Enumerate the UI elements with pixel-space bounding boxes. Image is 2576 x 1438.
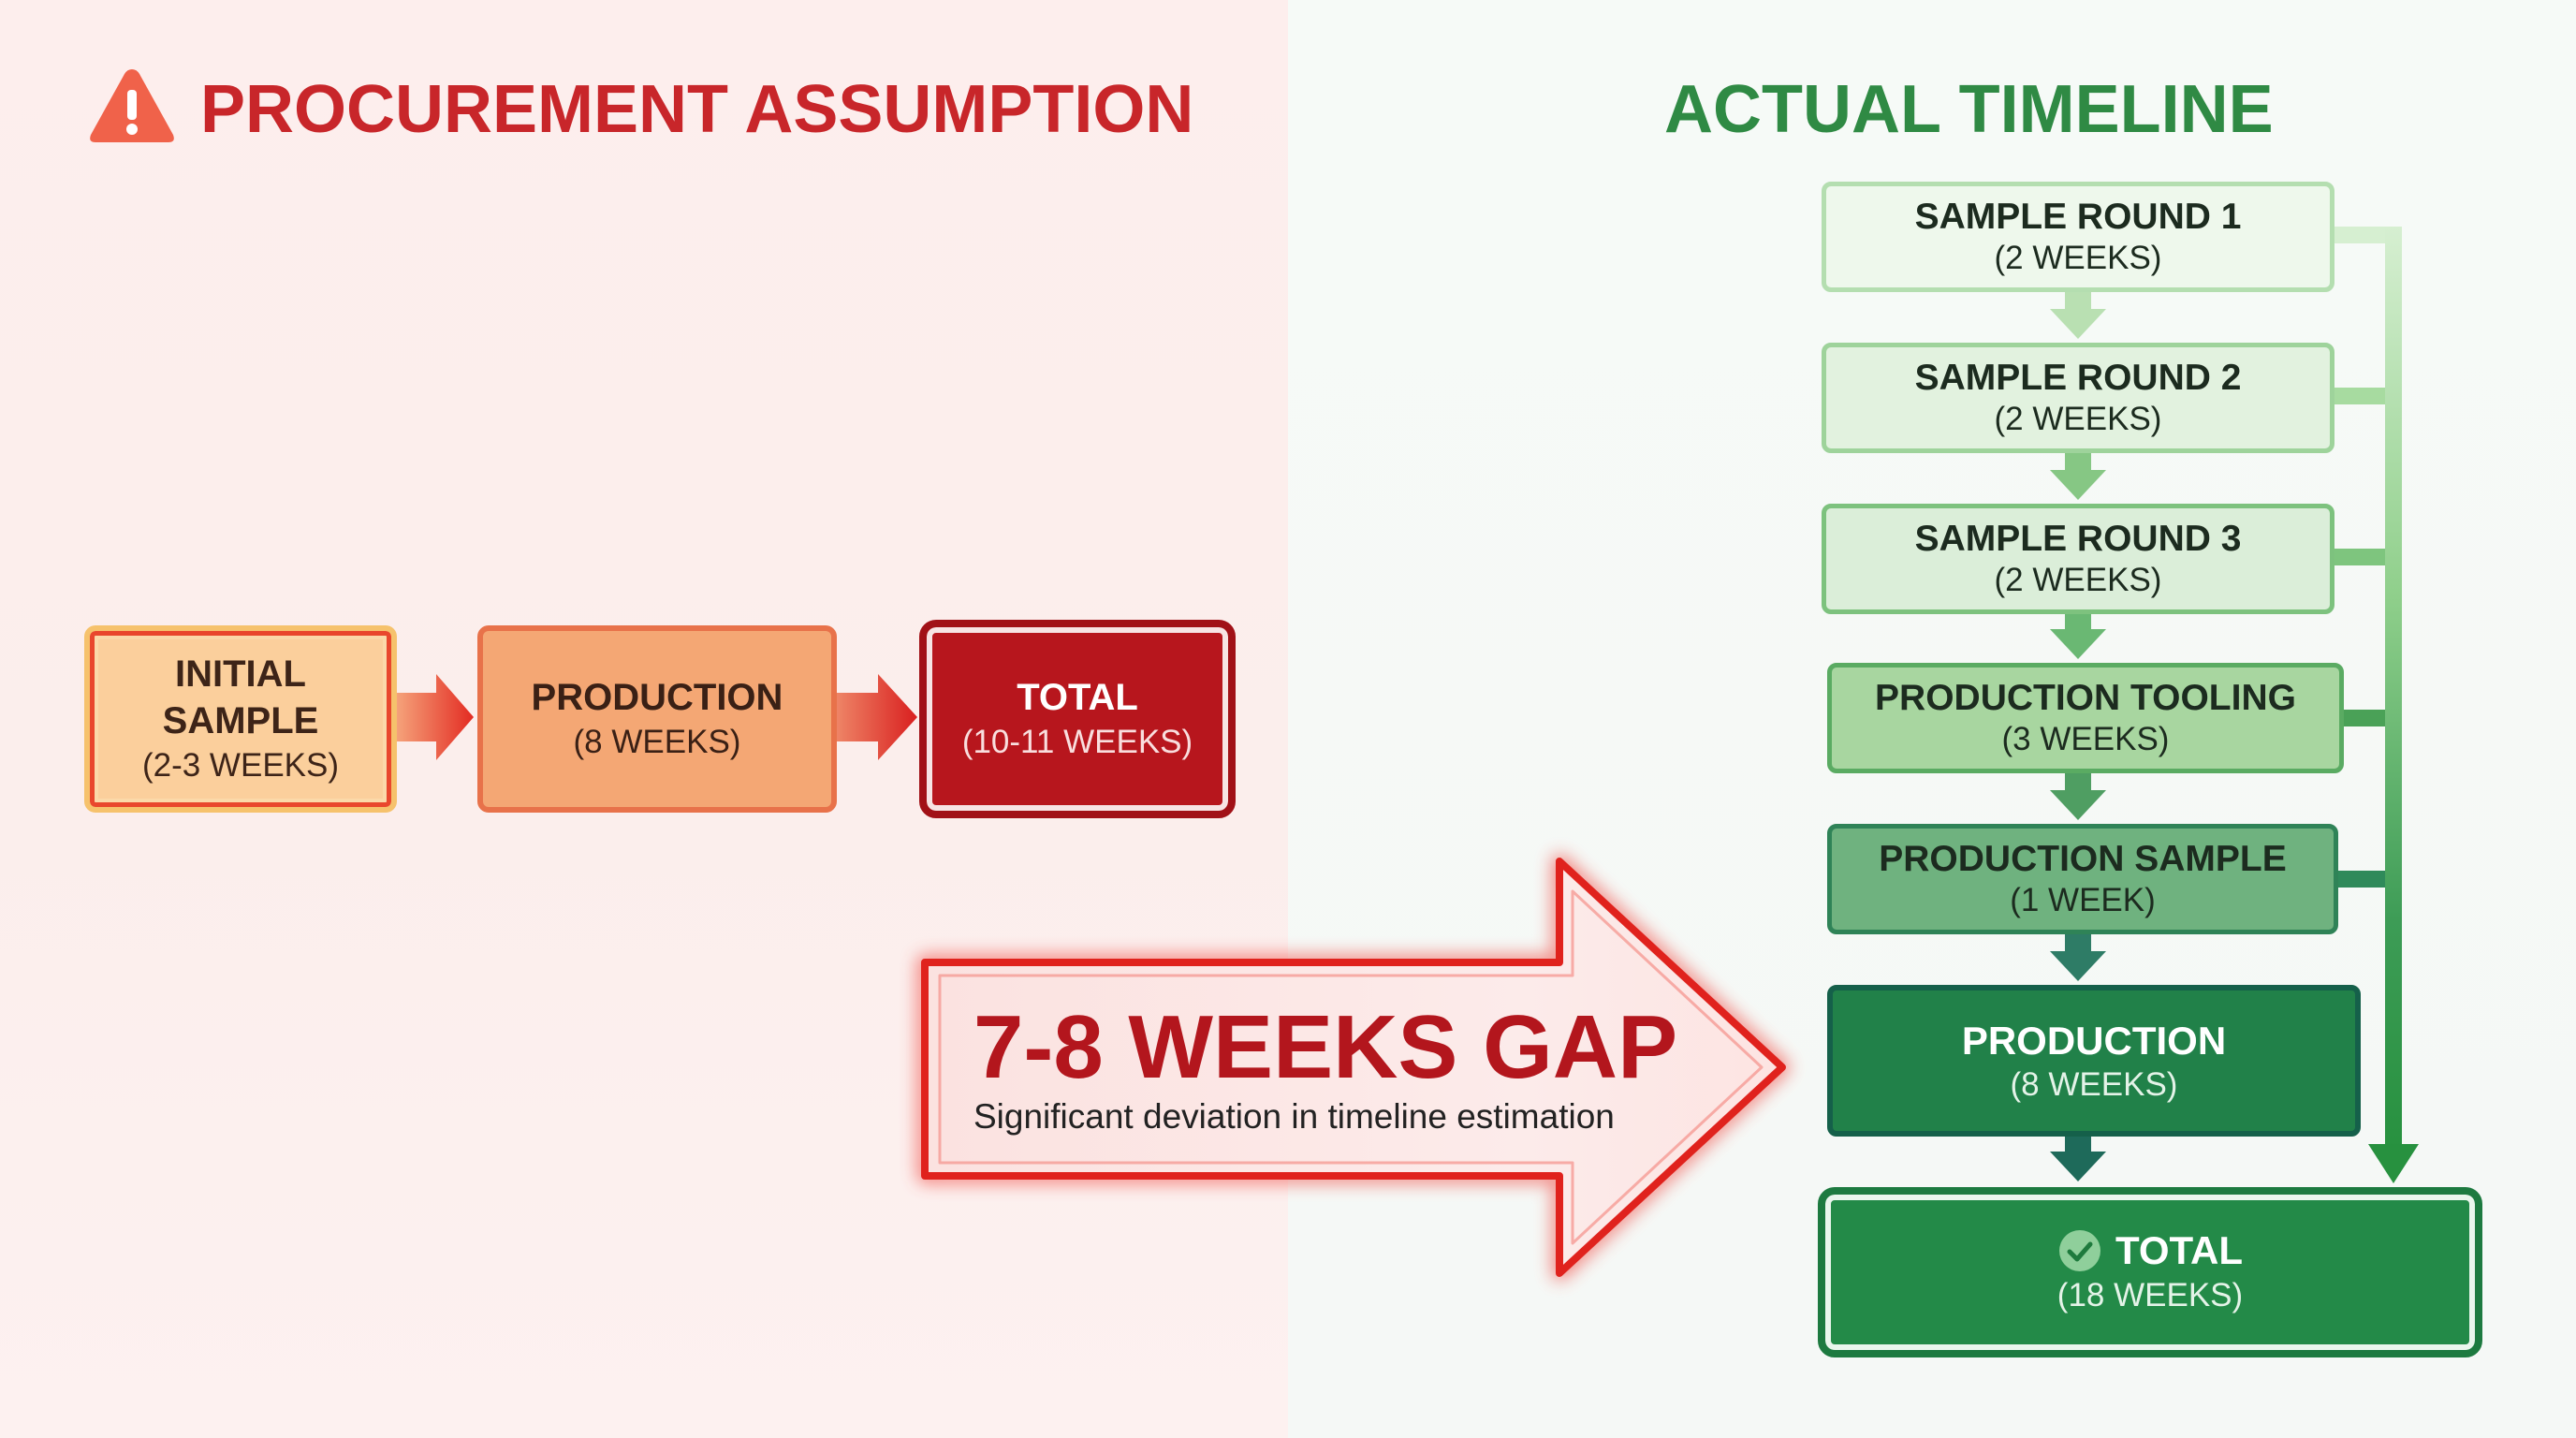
- sample-round-3-duration: (2 WEEKS): [1994, 562, 2162, 598]
- assumption-heading: PROCUREMENT ASSUMPTION: [200, 72, 1194, 147]
- sample-round-1-box: SAMPLE ROUND 1 (2 WEEKS): [1822, 182, 2334, 292]
- arrow-initial-to-production: [397, 674, 474, 760]
- check-circle-icon: [2058, 1230, 2100, 1271]
- initial-sample-duration: (2-3 WEEKS): [141, 747, 340, 784]
- arrow-tooling-to-production-sample: [2050, 773, 2106, 820]
- actual-total-duration: (18 WEEKS): [2056, 1277, 2244, 1313]
- production-tooling-title: PRODUCTION TOOLING: [1875, 678, 2296, 718]
- initial-sample-title-line2: SAMPLE: [162, 700, 319, 741]
- initial-sample-title-line1: INITIAL: [175, 653, 306, 695]
- arrow-production-to-total: [837, 674, 917, 760]
- initial-sample-box: INITIAL SAMPLE (2-3 WEEKS): [84, 625, 397, 813]
- production-tooling-duration: (3 WEEKS): [2001, 721, 2170, 757]
- arrow-round1-to-round2: [2050, 292, 2106, 339]
- arrow-round2-to-round3: [2050, 453, 2106, 500]
- sample-round-3-title: SAMPLE ROUND 3: [1914, 519, 2242, 559]
- assumed-production-title: PRODUCTION: [531, 677, 783, 718]
- gap-arrow: [917, 854, 1790, 1281]
- actual-production-title: PRODUCTION: [1961, 1019, 2227, 1063]
- production-sample-title: PRODUCTION SAMPLE: [1879, 839, 2287, 879]
- assumed-total-duration: (10-11 WEEKS): [961, 724, 1193, 760]
- assumed-total-box: TOTAL (10-11 WEEKS): [919, 620, 1236, 818]
- sample-round-1-duration: (2 WEEKS): [1994, 240, 2162, 276]
- sample-round-3-box: SAMPLE ROUND 3 (2 WEEKS): [1822, 504, 2334, 614]
- arrow-production-sample-to-production: [2050, 934, 2106, 981]
- sample-round-2-duration: (2 WEEKS): [1994, 401, 2162, 437]
- timeline-rail: [2334, 227, 2419, 1183]
- production-sample-duration: (1 WEEK): [2010, 882, 2156, 918]
- actual-timeline-heading: ACTUAL TIMELINE: [1664, 72, 2274, 147]
- production-tooling-box: PRODUCTION TOOLING (3 WEEKS): [1827, 663, 2344, 773]
- sample-round-1-title: SAMPLE ROUND 1: [1914, 197, 2242, 237]
- warning-triangle-icon: [90, 69, 174, 142]
- assumed-total-title: TOTAL: [1017, 677, 1138, 718]
- gap-title: 7-8 WEEKS GAP: [973, 997, 1678, 1097]
- actual-total-box: TOTAL (18 WEEKS): [1818, 1187, 2482, 1357]
- actual-production-box: PRODUCTION (8 WEEKS): [1827, 985, 2361, 1137]
- arrow-round3-to-tooling: [2050, 614, 2106, 659]
- production-sample-box: PRODUCTION SAMPLE (1 WEEK): [1827, 824, 2338, 934]
- sample-round-2-box: SAMPLE ROUND 2 (2 WEEKS): [1822, 343, 2334, 453]
- assumed-production-duration: (8 WEEKS): [573, 724, 741, 760]
- assumed-production-box: PRODUCTION (8 WEEKS): [477, 625, 837, 813]
- actual-total-title: TOTAL: [2115, 1228, 2244, 1272]
- arrow-production-to-total: [2050, 1137, 2106, 1181]
- sample-round-2-title: SAMPLE ROUND 2: [1914, 358, 2242, 398]
- actual-production-duration: (8 WEEKS): [2010, 1066, 2178, 1103]
- gap-subtitle: Significant deviation in timeline estima…: [973, 1097, 1615, 1136]
